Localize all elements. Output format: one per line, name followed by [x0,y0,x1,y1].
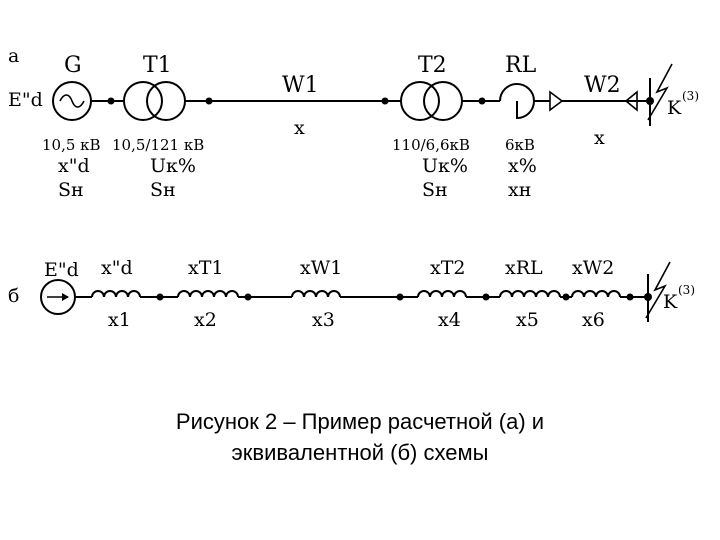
generator-name: G [64,53,82,78]
t1-name: T1 [143,53,172,78]
fault-a-label: K [667,97,682,119]
rl-param-xn: xн [508,179,531,201]
circuit-diagram: а G E"d 10,5 кВ x"d Sн T1 10,5/121 кВ Uк… [8,45,699,331]
bus-node [478,97,486,105]
bus-node [381,97,389,105]
scheme-b-label: б [8,285,19,307]
generator-param-xd: x"d [58,155,90,177]
line-end-arrow [624,90,638,112]
node [396,293,404,301]
generator-symbol [52,81,92,121]
generator-voltage: 10,5 кВ [42,136,101,154]
element-name-2: xT1 [188,257,223,279]
source-emf: E"d [44,259,79,281]
generator-emf: E"d [8,89,43,111]
t2-param-sn: Sн [422,179,448,201]
node [562,293,570,301]
element-name-4: xT2 [430,257,465,279]
transformer-t2-symbol [400,81,463,121]
element-index-1: x1 [108,309,131,331]
inductor-x2-symbol [177,290,239,298]
fault-point-icon [646,63,673,126]
inductor-x6-symbol [571,290,621,298]
t1-param-uk: Uк% [150,155,196,177]
rl-name: RL [505,53,537,78]
bus-node [107,97,115,105]
fault-b-sup: (3) [678,283,695,297]
inductor-x5-symbol [499,290,561,298]
w2-name: W2 [584,73,621,98]
rl-param-x: x% [508,155,537,177]
fault-b-label: K [663,291,678,313]
caption-line-1: Рисунок 2 – Пример расчетной (а) и [175,409,545,434]
t1-voltage: 10,5/121 кВ [112,136,204,154]
fault-point-icon [644,261,671,322]
element-name-1: x"d [101,257,133,279]
element-index-4: x4 [438,309,461,331]
t2-param-uk: Uк% [422,155,468,177]
element-name-6: xW2 [572,257,614,279]
element-name-5: xRL [505,257,543,279]
t2-voltage: 110/6,6кВ [392,136,470,154]
figure-caption: Рисунок 2 – Пример расчетной (а) и эквив… [0,406,720,468]
node [626,293,634,301]
w1-name: W1 [282,73,319,98]
node [482,293,490,301]
reactor-rl-symbol [499,83,564,120]
inductor-x3-symbol [291,290,341,298]
inductor-x4-symbol [417,290,467,298]
t1-param-sn: Sн [150,179,176,201]
scheme-a-label: а [8,45,19,67]
fault-a-sup: (3) [682,89,699,103]
node [244,293,252,301]
w2-param: x [594,127,605,149]
element-index-6: x6 [582,309,605,331]
element-name-3: xW1 [300,257,342,279]
inductor-x1-symbol [91,290,141,298]
element-index-3: x3 [312,309,335,331]
t2-name: T2 [418,53,447,78]
transformer-t1-symbol [123,81,186,121]
node [156,293,164,301]
element-index-2: x2 [194,309,217,331]
source-symbol [40,279,76,315]
generator-param-sn: Sн [58,179,84,201]
caption-line-2: эквивалентной (б) схемы [231,440,489,465]
rl-voltage: 6кВ [505,136,535,154]
w1-param: x [294,117,305,139]
element-index-5: x5 [516,309,539,331]
bus-node [205,97,213,105]
